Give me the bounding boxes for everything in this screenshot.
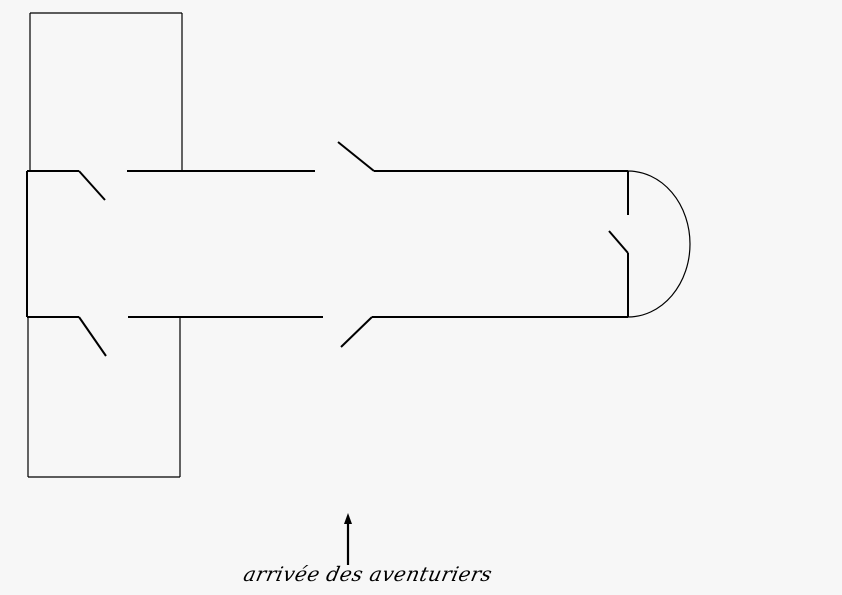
door-corridor-north (337, 141, 375, 172)
door-north-west-room (78, 170, 106, 201)
room-corridor (26, 170, 629, 318)
room-apse (627, 170, 691, 318)
room-south-west (27, 318, 181, 478)
room-north-west (29, 12, 183, 171)
door-apse (608, 230, 629, 254)
arrival-caption: arrivée des aventuriers (241, 562, 495, 586)
door-corridor-south (340, 316, 373, 348)
arrival-arrow-icon (344, 513, 352, 565)
door-south-west-room (78, 316, 107, 357)
